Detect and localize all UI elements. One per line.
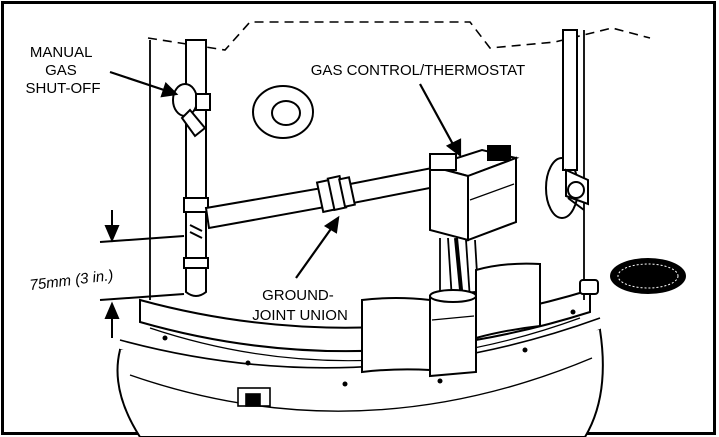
label-manual-gas-shutoff: MANUAL GAS SHUT-OFF [26,44,101,97]
label-union-line1: GROUND- [262,287,334,304]
label-union-line2: JOINT UNION [252,307,348,324]
horizontal-gas-pipe [204,166,437,230]
side-pipe-stub [579,279,599,295]
label-manual-line1: MANUAL [30,44,92,61]
manual-shutoff-valve [172,83,211,138]
label-ground-joint-union: GROUND- JOINT UNION [252,287,348,324]
tank-port [252,85,314,139]
vertical-gas-pipe [183,39,209,297]
gas-control-thermostat [428,145,520,242]
ground-joint-union-fitting [315,174,356,214]
drain-valve [237,387,271,407]
heater-top-dashed-outline [147,21,651,51]
burner-plug [610,258,686,294]
burner-access-cover [361,262,541,378]
base-rivets [162,309,576,387]
label-gas-control-thermostat: GAS CONTROL/THERMOSTAT [311,62,525,79]
heater-body [149,30,585,300]
label-dimension: 75mm (3 in.) [29,267,115,294]
temperature-relief-valve [545,29,589,219]
label-manual-line3: SHUT-OFF [26,80,101,97]
dimension-marker [99,210,185,338]
heater-base-pan [116,288,604,437]
leader-arrows [109,70,462,279]
label-manual-line2: GAS [45,62,77,79]
